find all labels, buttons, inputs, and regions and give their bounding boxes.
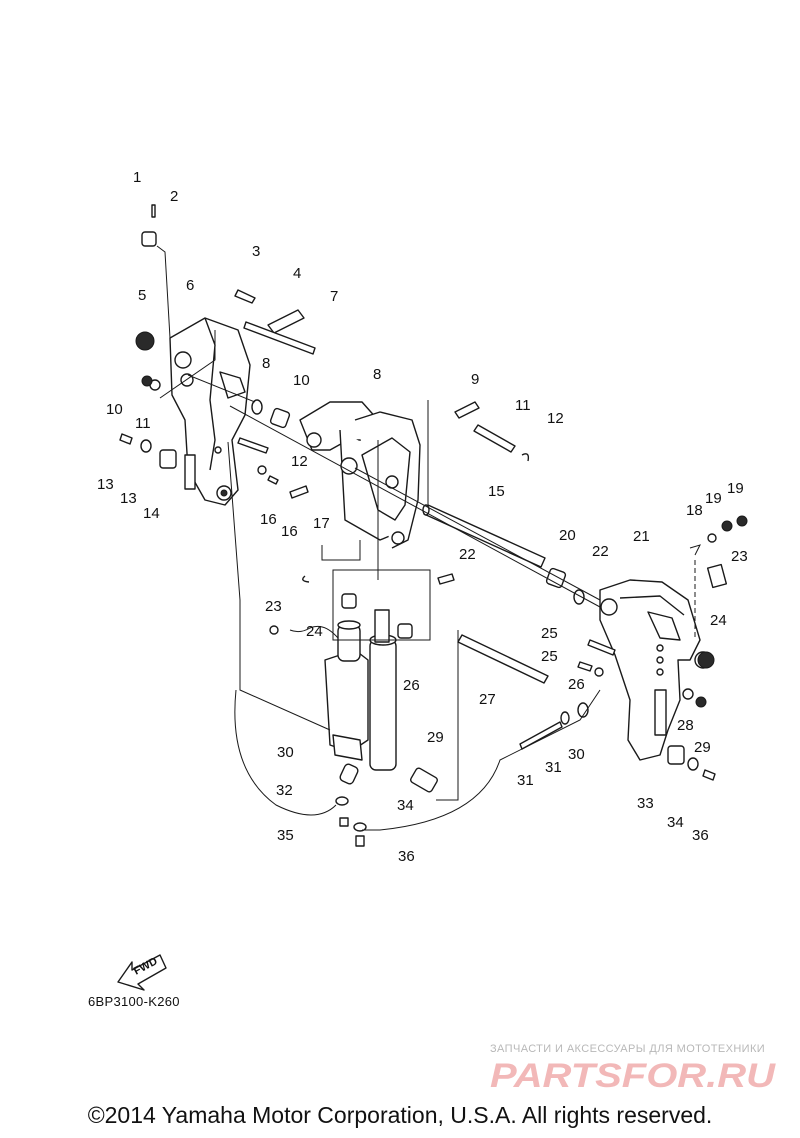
callout-11-right: 22: [592, 543, 609, 560]
callout-31-left: 10: [106, 401, 123, 418]
callout-25-left: 13: [120, 490, 137, 507]
callout-11-left: 8: [262, 355, 270, 372]
callout-19-bottom: 36: [398, 848, 415, 865]
callout-23-left: 16: [260, 511, 277, 528]
callout-1: 21: [633, 528, 650, 545]
callout-8-bottom: 22: [459, 546, 476, 563]
callout-36-b: 19: [727, 480, 744, 497]
callout-26-left: 14: [143, 505, 160, 522]
callout-22-right: 25: [541, 648, 558, 665]
callout-9: 15: [488, 483, 505, 500]
callout-10-right: 20: [559, 527, 576, 544]
callout-3: 2: [170, 188, 178, 205]
callout-19-left: 35: [277, 827, 294, 844]
watermark-caption: ЗАПЧАСТИ И АКСЕССУАРЫ ДЛЯ МОТОТЕХНИКИ: [490, 1043, 766, 1055]
callout-25-right: 34: [667, 814, 684, 831]
callout-10-left: 10: [293, 372, 310, 389]
callout-6: 3: [252, 243, 260, 260]
callout-22-left: 16: [281, 523, 298, 540]
callout-15: 11: [515, 397, 531, 414]
callout-4: 4: [293, 265, 301, 282]
clamp-bracket-right: [599, 579, 712, 761]
callout-2: 6: [186, 277, 194, 294]
callout-12-left: 5: [138, 287, 146, 304]
callout-28: 27: [479, 691, 496, 708]
callout-13-left: 24: [306, 623, 323, 640]
callout-36-a: 19: [705, 490, 722, 507]
callout-16-top: 12: [547, 410, 564, 427]
callout-24-right: 36: [692, 827, 709, 844]
callout-30-left: 11: [135, 415, 151, 432]
callout-21: 34: [397, 797, 414, 814]
callout-35: 30: [568, 746, 585, 763]
callout-8-top: 17: [313, 515, 330, 532]
hardware: [119, 204, 748, 793]
callout-5: 1: [133, 169, 141, 186]
callout-7: 8: [373, 366, 381, 383]
callout-14: 9: [471, 371, 479, 388]
callout-34-top: 18: [686, 502, 703, 519]
callout-31-right: 29: [694, 739, 711, 756]
clamp-bracket-left: [169, 317, 251, 506]
callout-32: 23: [731, 548, 748, 565]
callout-26-right: 33: [637, 795, 654, 812]
copyright-notice: ©2014 Yamaha Motor Corporation, U.S.A. A…: [87, 1102, 713, 1128]
swivel-bracket: [299, 401, 421, 549]
callout-29-left: 12: [291, 453, 308, 470]
callout-27: 29: [427, 729, 444, 746]
callout-18: 30: [277, 744, 294, 761]
callout-30-right: 28: [677, 717, 694, 734]
callout-20: 32: [276, 782, 293, 799]
callout-23-right: 26: [568, 676, 585, 693]
callout-24-left: 13: [97, 476, 114, 493]
fwd-arrow-icon: FWD: [117, 954, 167, 991]
callout-13-right: 26: [403, 677, 420, 694]
callout-17: 7: [330, 288, 338, 305]
watermark-logo: PARTSFOR.RU: [490, 1058, 777, 1092]
callout-33: 31: [517, 772, 534, 789]
callout-labels: 1 2 3 4 5 6 7 8 8 9 10 10 11 11 12 12 13…: [97, 169, 748, 865]
drawing-code: 6BP3100-K260: [88, 994, 180, 1009]
callout-12-right: 24: [710, 612, 727, 629]
callout-16-bottom: 23: [265, 598, 282, 615]
callout-34-bottom: 31: [545, 759, 562, 776]
callout-29-right: 25: [541, 625, 558, 642]
reference-lines: [156, 245, 701, 831]
watermark-logo-text: PARTSFOR.RU: [490, 1058, 777, 1092]
